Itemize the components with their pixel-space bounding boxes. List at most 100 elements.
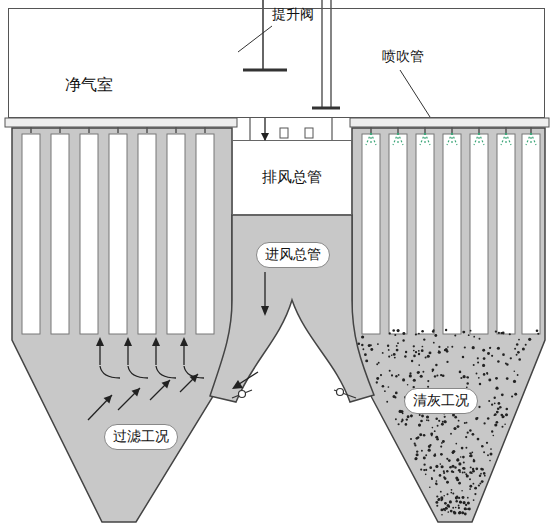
dust-particle (472, 346, 475, 349)
left-tube-sheet (5, 118, 237, 127)
dust-particle (498, 332, 500, 334)
dust-particle (431, 478, 433, 480)
dust-particle (451, 346, 453, 348)
dust-particle (380, 374, 382, 376)
node-label: 净气室 (65, 75, 113, 96)
dust-particle (423, 338, 425, 340)
dust-particle (402, 418, 404, 420)
dust-particle (435, 364, 437, 366)
dust-particle (470, 454, 473, 457)
inflow-arrow (88, 395, 112, 420)
dust-particle (407, 415, 410, 418)
dust-particle (462, 331, 465, 334)
dust-particle (474, 487, 477, 490)
dust-particle (423, 464, 425, 466)
dust-particle (427, 355, 430, 358)
dust-particle (466, 474, 469, 477)
dust-particle (489, 347, 491, 349)
dust-particle (444, 421, 446, 423)
dust-particle (423, 434, 426, 437)
valve-rod (321, 0, 322, 108)
inflow-arrow-head (190, 374, 198, 382)
spray-jet (398, 133, 403, 145)
dust-particle (479, 338, 481, 340)
dust-particle (475, 417, 478, 420)
dust-particle (433, 454, 436, 457)
dust-particle (362, 348, 364, 350)
spray-jets (366, 133, 536, 145)
spray-jet (526, 133, 531, 145)
dust-particle (480, 468, 483, 471)
dust-particle (438, 351, 441, 354)
dust-particle (395, 392, 398, 395)
dust-particle (479, 383, 481, 385)
dust-particle (473, 460, 476, 463)
dust-particle (470, 466, 472, 468)
dust-particle (490, 448, 492, 450)
dust-particle (443, 508, 446, 511)
dust-particle (435, 465, 438, 468)
dust-particle (419, 414, 421, 416)
dust-particle (436, 505, 438, 507)
dust-particle (418, 353, 420, 355)
spray-jet (506, 133, 511, 145)
dust-particle (436, 495, 438, 497)
dust-particle (443, 470, 445, 472)
dust-particle (433, 329, 435, 331)
dust-particle (466, 475, 468, 477)
dust-particle (483, 451, 485, 453)
curved-arrow (128, 366, 148, 378)
dust-particle (437, 499, 439, 501)
inflow-arrow (150, 380, 170, 400)
dust-particle (471, 451, 473, 453)
dust-particle (471, 472, 473, 474)
dust-particle (517, 374, 519, 376)
spray-jet (425, 133, 430, 145)
spray-jet (531, 133, 536, 145)
dust-particle (505, 413, 508, 416)
dust-particle (413, 350, 415, 352)
dust-particle (421, 349, 424, 352)
dust-particle (446, 361, 448, 363)
dust-particle (422, 346, 424, 348)
valve-disk (312, 107, 340, 110)
node-label: 进风总管 (265, 246, 321, 264)
dust-particle (382, 385, 385, 388)
dust-particle (462, 467, 464, 469)
dust-particle (479, 474, 481, 476)
dust-particle (421, 450, 423, 452)
dust-particle (410, 438, 412, 440)
dust-particle (461, 511, 464, 514)
dust-particle (358, 343, 361, 346)
dust-particle (504, 423, 506, 425)
dust-particle (449, 466, 451, 468)
spray-jet (474, 133, 479, 145)
dust-particle (472, 433, 475, 436)
dust-particle (434, 334, 437, 337)
dust-particle (410, 414, 412, 416)
dust-particle (450, 433, 452, 435)
dust-particle (434, 375, 436, 377)
leader-line (238, 26, 272, 52)
dust-particle (458, 462, 461, 465)
dust-particle (425, 454, 427, 456)
dust-particle (446, 350, 449, 353)
up-arrow-head (152, 337, 160, 346)
dust-particle (398, 423, 400, 425)
dust-particle (394, 396, 396, 398)
dust-particle (409, 372, 411, 374)
spray-jet (501, 133, 506, 145)
inflow-arrow-head (162, 380, 170, 388)
left-housing (12, 128, 232, 522)
dust-particle (494, 414, 496, 416)
dust-particle (462, 472, 464, 474)
dust-particle (458, 420, 460, 422)
dust-particle (460, 456, 462, 458)
dust-particle (454, 334, 456, 336)
dust-particle (417, 371, 420, 374)
part-label: 提升阀 (272, 6, 314, 24)
dust-particle (448, 459, 451, 462)
dust-particle (434, 430, 436, 432)
dust-particle (451, 470, 453, 472)
dust-particle (392, 329, 395, 332)
